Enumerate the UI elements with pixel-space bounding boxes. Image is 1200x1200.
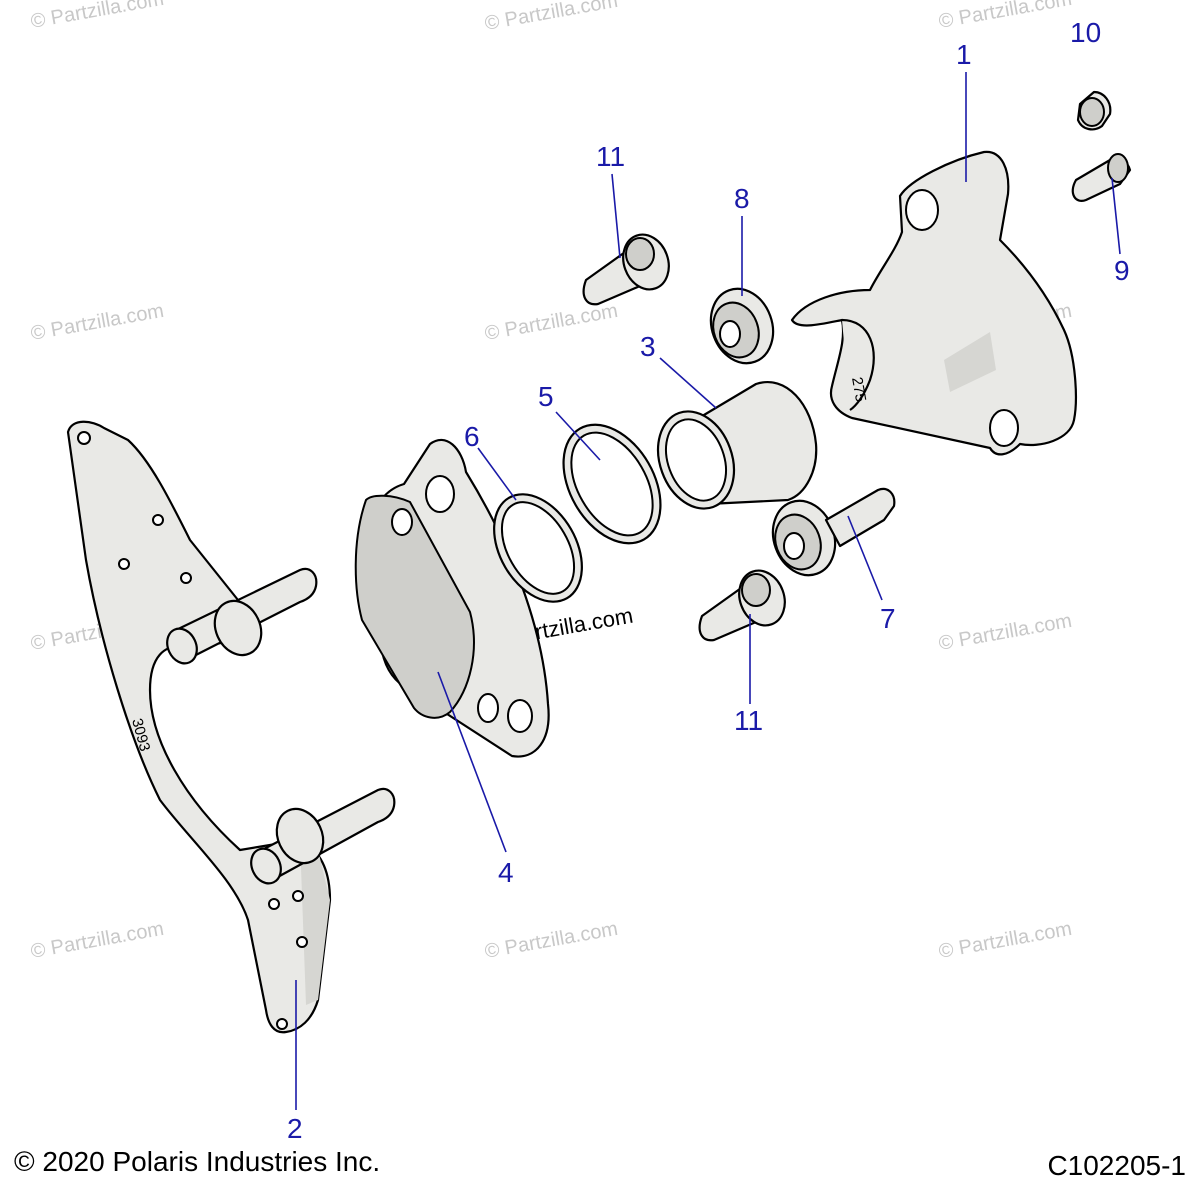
watermark: © Partzilla.com — [29, 300, 166, 345]
diagram-id: C102205-1 — [1047, 1150, 1186, 1181]
watermark: © Partzilla.com — [937, 0, 1074, 33]
callout-6: 6 — [464, 421, 480, 452]
part-bleeder-cap — [1076, 90, 1112, 131]
part-brake-pad — [354, 438, 550, 758]
callout-11-upper: 11 — [596, 141, 625, 172]
part-caliper-housing: 275 — [790, 150, 1077, 456]
watermark: © Partzilla.com — [483, 918, 620, 963]
callout-3: 3 — [640, 331, 656, 362]
copyright-notice: © 2020 Polaris Industries Inc. — [14, 1146, 381, 1177]
part-bolt-upper — [582, 233, 670, 306]
part-seal-ring-large — [562, 423, 662, 545]
callout-9: 9 — [1114, 255, 1130, 286]
caliper-stamp: 275 — [848, 376, 869, 404]
callout-8: 8 — [734, 183, 750, 214]
watermark: © Partzilla.com — [29, 0, 166, 33]
watermark: © Partzilla.com — [483, 0, 620, 35]
part-bolt-lower — [698, 569, 786, 642]
part-pin-assembly — [771, 487, 896, 577]
callout-1: 1 — [956, 39, 972, 70]
callout-numbers: 1 2 3 4 5 6 7 8 9 10 11 11 — [287, 17, 1130, 1144]
callout-leaders — [295, 72, 1121, 1110]
callout-5: 5 — [538, 381, 554, 412]
callout-10: 10 — [1070, 17, 1101, 48]
watermark: © Partzilla.com — [937, 918, 1074, 963]
part-seal-ring-small — [493, 493, 583, 603]
part-bleeder-valve — [1071, 153, 1132, 202]
callout-2: 2 — [287, 1113, 303, 1144]
part-bracket: 3093 — [66, 420, 396, 1034]
watermark: © Partzilla.com — [937, 610, 1074, 655]
part-boot-upper — [709, 287, 775, 365]
callout-11-lower: 11 — [734, 705, 763, 736]
watermark: © Partzilla.com — [29, 918, 166, 963]
callout-4: 4 — [498, 857, 514, 888]
callout-7: 7 — [880, 603, 896, 634]
watermark: © Partzilla.com — [483, 300, 620, 345]
part-piston — [656, 381, 818, 510]
